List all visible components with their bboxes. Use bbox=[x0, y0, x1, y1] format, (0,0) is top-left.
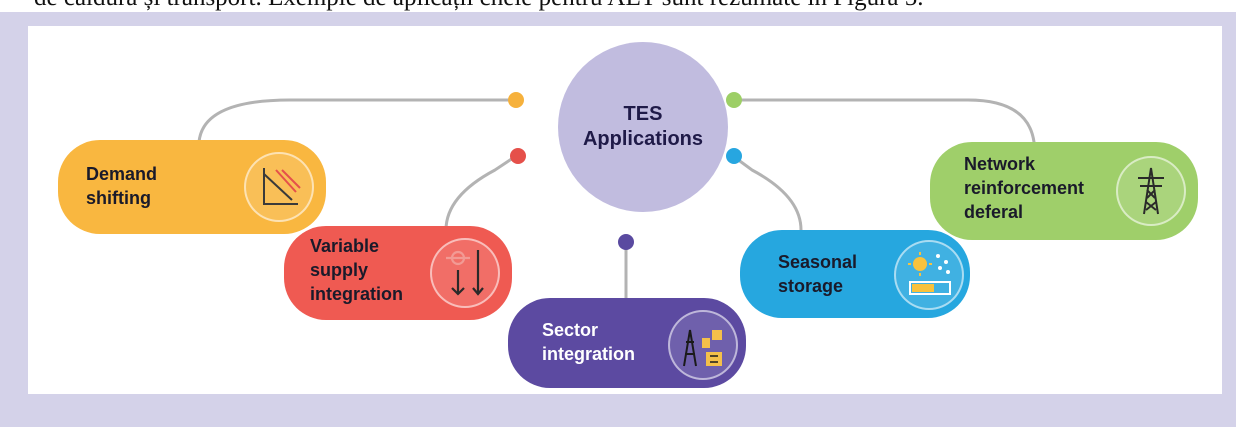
sector-label-line-2: integration bbox=[542, 344, 635, 364]
node-network-reinforcement: Network reinforcement deferal bbox=[930, 142, 1198, 240]
figure-frame: TES Applications Demand shifting bbox=[0, 12, 1236, 427]
transmission-tower-icon bbox=[1116, 156, 1186, 226]
node-sector-integration: Sector integration bbox=[508, 298, 746, 388]
connector-lines bbox=[197, 92, 1036, 300]
network-label-line-1: Network bbox=[964, 154, 1036, 174]
sector-label-line-1: Sector bbox=[542, 320, 599, 340]
network-label-line-2: reinforcement bbox=[964, 178, 1085, 198]
dot-network bbox=[726, 92, 742, 108]
node-seasonal-storage: Seasonal storage bbox=[740, 230, 970, 318]
variable-label-line-1: Variable bbox=[310, 236, 380, 256]
connector-variable bbox=[444, 154, 518, 232]
network-label-line-3: deferal bbox=[964, 202, 1024, 222]
connector-seasonal bbox=[731, 154, 803, 232]
node-variable-supply: Variable supply integration bbox=[284, 226, 512, 320]
demand-label-line-2: shifting bbox=[86, 188, 151, 208]
variable-label-line-2: supply bbox=[310, 260, 369, 280]
dot-variable bbox=[510, 148, 526, 164]
header-text: de căldură și transport. Exemple de apli… bbox=[34, 0, 924, 12]
demand-curve-icon bbox=[244, 152, 314, 222]
center-title-line-2: Applications bbox=[582, 128, 703, 150]
demand-label-line-1: Demand bbox=[86, 164, 158, 184]
dot-seasonal bbox=[726, 148, 742, 164]
dot-demand bbox=[508, 92, 524, 108]
center-title-line-1: TES bbox=[623, 103, 663, 125]
sun-snow-battery-icon bbox=[894, 240, 964, 310]
industry-plant-icon bbox=[668, 310, 738, 380]
connector-demand bbox=[197, 98, 518, 144]
center-node: TES Applications bbox=[558, 42, 728, 212]
diagram-panel: TES Applications Demand shifting bbox=[28, 26, 1222, 394]
wind-solar-down-icon bbox=[430, 238, 500, 308]
seasonal-label-line-2: storage bbox=[778, 276, 844, 296]
connector-network bbox=[731, 98, 1036, 144]
dot-sector bbox=[618, 234, 634, 250]
node-demand-shifting: Demand shifting bbox=[58, 140, 326, 234]
variable-label-line-3: integration bbox=[310, 284, 403, 304]
seasonal-label-line-1: Seasonal bbox=[778, 252, 858, 272]
